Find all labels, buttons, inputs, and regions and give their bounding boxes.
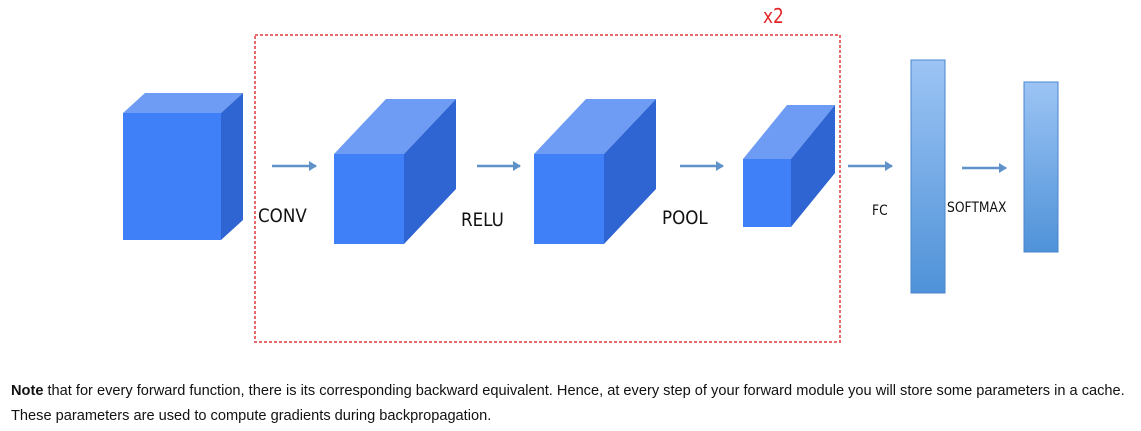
note-text: that for every forward function, there i…: [11, 383, 1125, 424]
cnn-architecture-diagram: [123, 34, 1059, 343]
note-paragraph: Note that for every forward function, th…: [11, 379, 1126, 429]
pool-volume-cube: [743, 105, 835, 227]
conv-label: CONV: [258, 205, 307, 227]
input-volume-cube: [123, 93, 243, 240]
note-bold-lead: Note: [11, 383, 44, 399]
pool-label: POOL: [662, 207, 708, 229]
softmax-label: SOFTMAX: [947, 200, 1007, 216]
fc-layer-bar: [910, 59, 946, 294]
relu-label: RELU: [461, 209, 504, 231]
repeat-block-box: [254, 34, 841, 343]
softmax-output-bar: [1023, 81, 1059, 253]
fc-label: FC: [872, 203, 888, 219]
relu-volume-cube: [534, 99, 656, 244]
repeat-count-label: x2: [763, 4, 784, 28]
conv-volume-cube: [334, 99, 456, 244]
